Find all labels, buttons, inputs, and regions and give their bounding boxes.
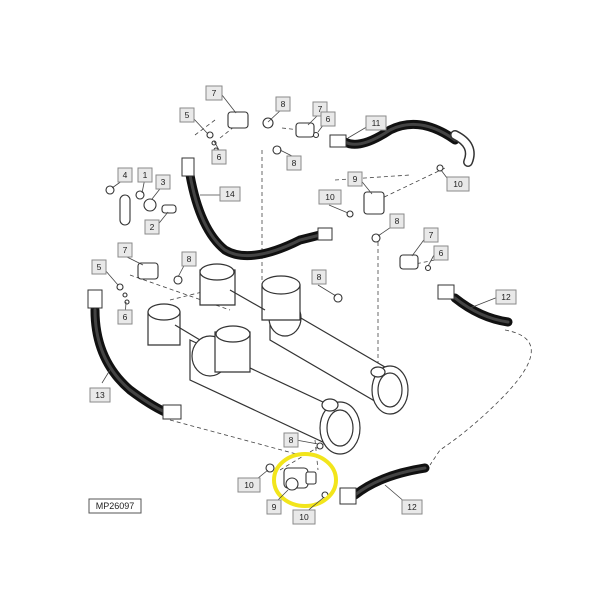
hose-12-lower [339, 463, 430, 505]
svg-text:6: 6 [123, 312, 128, 322]
callout-8: 8 [275, 96, 291, 112]
svg-text:2: 2 [150, 222, 155, 232]
callout-10: 10 [318, 189, 342, 205]
callout-5: 5 [179, 107, 195, 123]
svg-text:10: 10 [325, 192, 335, 202]
svg-text:3: 3 [161, 177, 166, 187]
callout-8: 8 [389, 213, 405, 229]
svg-text:MP26097: MP26097 [96, 501, 135, 511]
callout-8: 8 [181, 251, 197, 267]
hose-14 [181, 157, 333, 261]
svg-text:8: 8 [292, 158, 297, 168]
callout-9: 9 [347, 171, 363, 187]
callout-7: 7 [423, 227, 439, 243]
callout-11: 11 [365, 115, 387, 131]
svg-text:6: 6 [217, 152, 222, 162]
svg-text:13: 13 [95, 390, 105, 400]
callout-14: 14 [219, 186, 241, 202]
svg-text:9: 9 [272, 502, 277, 512]
svg-text:1: 1 [143, 170, 148, 180]
callout-8: 8 [283, 432, 299, 448]
svg-text:12: 12 [407, 502, 417, 512]
hose-11 [329, 119, 475, 167]
callout-10: 10 [446, 176, 470, 192]
callout-6: 6 [320, 111, 336, 127]
callout-13: 13 [89, 387, 111, 403]
svg-text:8: 8 [187, 254, 192, 264]
callout-12: 12 [495, 289, 517, 305]
svg-text:10: 10 [299, 512, 309, 522]
callout-3: 3 [155, 174, 171, 190]
callout-8: 8 [286, 155, 302, 171]
callout-4: 4 [117, 167, 133, 183]
callout-6: 6 [117, 309, 133, 325]
svg-text:6: 6 [326, 114, 331, 124]
svg-text:12: 12 [501, 292, 511, 302]
svg-text:14: 14 [225, 189, 235, 199]
figure-id-label: MP26097 [88, 498, 142, 514]
hose-12-upper [437, 284, 513, 327]
svg-text:7: 7 [212, 88, 217, 98]
svg-text:8: 8 [281, 99, 286, 109]
callout-2: 2 [144, 219, 160, 235]
svg-text:7: 7 [318, 104, 323, 114]
highlight-circle [272, 452, 338, 508]
svg-text:6: 6 [439, 248, 444, 258]
svg-text:5: 5 [97, 262, 102, 272]
svg-text:9: 9 [353, 174, 358, 184]
callout-7: 7 [205, 85, 223, 101]
svg-text:8: 8 [289, 435, 294, 445]
svg-text:10: 10 [453, 179, 463, 189]
callout-6: 6 [211, 149, 227, 165]
callout-10: 10 [237, 477, 261, 493]
callout-6: 6 [433, 245, 449, 261]
svg-text:7: 7 [429, 230, 434, 240]
svg-text:4: 4 [123, 170, 128, 180]
svg-text:8: 8 [317, 272, 322, 282]
callout-1: 1 [137, 167, 153, 183]
hydraulic-cylinder-assembly [147, 263, 409, 455]
fittings [105, 111, 444, 499]
svg-text:10: 10 [244, 480, 254, 490]
callout-7: 7 [117, 242, 133, 258]
callout-8: 8 [311, 269, 327, 285]
svg-text:5: 5 [185, 110, 190, 120]
callout-9: 9 [266, 499, 282, 515]
svg-text:11: 11 [372, 118, 381, 128]
callout-12: 12 [401, 499, 423, 515]
callout-10: 10 [292, 509, 316, 525]
svg-text:8: 8 [395, 216, 400, 226]
callout-5: 5 [91, 259, 107, 275]
hose-13 [87, 289, 182, 420]
svg-text:7: 7 [123, 245, 128, 255]
